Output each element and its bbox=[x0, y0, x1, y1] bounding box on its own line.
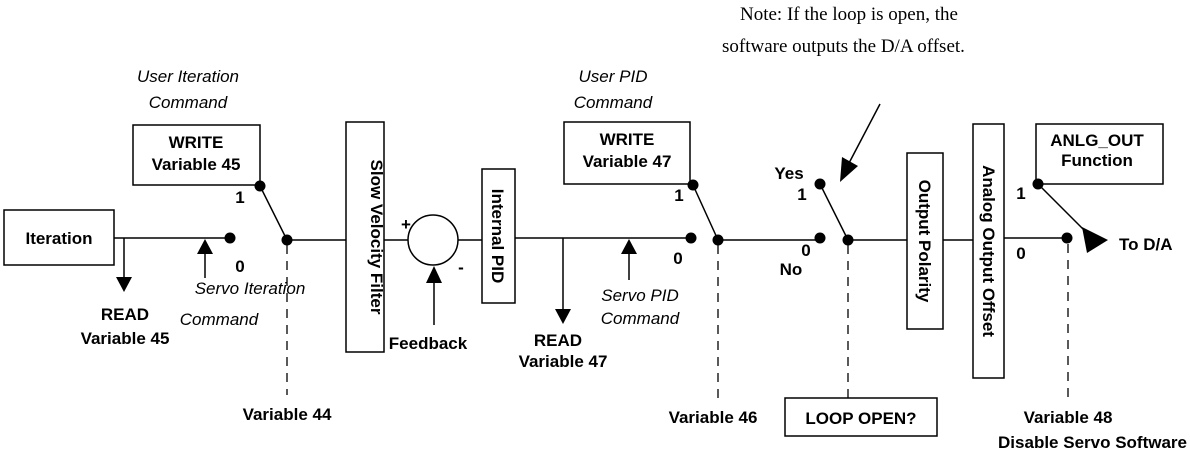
read-47-line-2: Variable 47 bbox=[519, 352, 608, 371]
switch-2-contact-0 bbox=[685, 232, 697, 244]
internal-pid-box bbox=[481, 168, 516, 304]
switch-3-label-0: 0 bbox=[1016, 244, 1025, 263]
servo-pid-command-line-1: Servo PID bbox=[601, 286, 678, 305]
switch-3-contact-0 bbox=[1061, 232, 1073, 244]
iteration-box bbox=[3, 209, 115, 266]
summing-junction bbox=[407, 214, 459, 266]
write-45-line-1: WRITE bbox=[169, 133, 224, 152]
output-polarity-label: Output Polarity bbox=[915, 180, 934, 303]
user-pid-command-line-1: User PID bbox=[579, 67, 648, 86]
read-45-line-2: Variable 45 bbox=[81, 329, 170, 348]
switch-2-label-0: 0 bbox=[673, 249, 682, 268]
output-polarity-box bbox=[906, 152, 944, 330]
servo-pid-command-line-2: Command bbox=[601, 309, 680, 328]
switch-3-label-1: 1 bbox=[1016, 184, 1025, 203]
sum-plus-sign: + bbox=[401, 215, 411, 234]
loop-switch-label-0: 0 bbox=[801, 241, 810, 260]
variable-44-label: Variable 44 bbox=[243, 405, 332, 424]
read-45-arrowhead bbox=[116, 277, 132, 292]
switch-2-arm bbox=[692, 184, 719, 241]
switch-1-contact-0 bbox=[224, 232, 236, 244]
loop-switch-arm bbox=[819, 183, 849, 241]
note-line-2: software outputs the D/A offset. bbox=[722, 36, 965, 57]
switch-1-label-1: 1 bbox=[235, 188, 244, 207]
slow-velocity-filter-box bbox=[345, 121, 385, 353]
disable-servo-software-label: Disable Servo Software bbox=[998, 433, 1187, 452]
read-47-arrowhead bbox=[555, 309, 571, 324]
write-47-line-1: WRITE bbox=[600, 130, 655, 149]
yes-label: Yes bbox=[774, 164, 803, 183]
analog-output-offset-label: Analog Output Offset bbox=[979, 165, 998, 337]
variable-46-label: Variable 46 bbox=[669, 408, 758, 427]
user-pid-command-line-2: Command bbox=[574, 93, 653, 112]
note-arrow bbox=[847, 103, 881, 166]
write-45-line-2: Variable 45 bbox=[152, 155, 241, 174]
servo-iteration-arrowhead bbox=[197, 239, 213, 254]
servo-iteration-command-line-1: Servo Iteration bbox=[195, 279, 306, 298]
servo-pid-arrowhead bbox=[621, 239, 637, 254]
no-label: No bbox=[780, 260, 803, 279]
switch-2-label-1: 1 bbox=[674, 186, 683, 205]
sum-minus-sign: - bbox=[458, 258, 464, 277]
feedback-label: Feedback bbox=[389, 334, 468, 353]
variable-48-label: Variable 48 bbox=[1024, 408, 1113, 427]
user-iteration-command-line-2: Command bbox=[149, 93, 228, 112]
loop-switch-contact-no bbox=[814, 232, 826, 244]
note-arrowhead bbox=[840, 157, 858, 182]
switch-1-arm bbox=[259, 185, 288, 241]
analog-output-offset-box bbox=[972, 123, 1005, 379]
write-variable-45-box bbox=[132, 124, 261, 186]
servo-iteration-command-line-2: Command bbox=[180, 310, 259, 329]
anlg-out-function-box bbox=[1035, 123, 1164, 185]
to-da-label: To D/A bbox=[1119, 235, 1173, 254]
switch-1-label-0: 0 bbox=[235, 257, 244, 276]
loop-switch-label-1: 1 bbox=[797, 185, 806, 204]
loop-open-label: LOOP OPEN? bbox=[805, 409, 916, 428]
loop-open-box bbox=[784, 397, 938, 437]
internal-pid-label: Internal PID bbox=[488, 189, 507, 283]
note-line-1: Note: If the loop is open, the bbox=[740, 4, 958, 25]
anlg-out-line-2: Function bbox=[1061, 151, 1133, 170]
read-47-line-1: READ bbox=[534, 331, 582, 350]
user-iteration-command-line-1: User Iteration bbox=[137, 67, 239, 86]
iteration-label: Iteration bbox=[25, 229, 92, 248]
read-45-line-1: READ bbox=[101, 305, 149, 324]
slow-velocity-filter-label: Slow Velocity Filter bbox=[367, 160, 386, 315]
to-da-arrowhead bbox=[1082, 227, 1108, 253]
feedback-arrowhead bbox=[426, 266, 442, 283]
write-47-line-2: Variable 47 bbox=[583, 152, 672, 171]
write-variable-47-box bbox=[563, 121, 691, 185]
anlg-out-line-1: ANLG_OUT bbox=[1050, 131, 1144, 150]
